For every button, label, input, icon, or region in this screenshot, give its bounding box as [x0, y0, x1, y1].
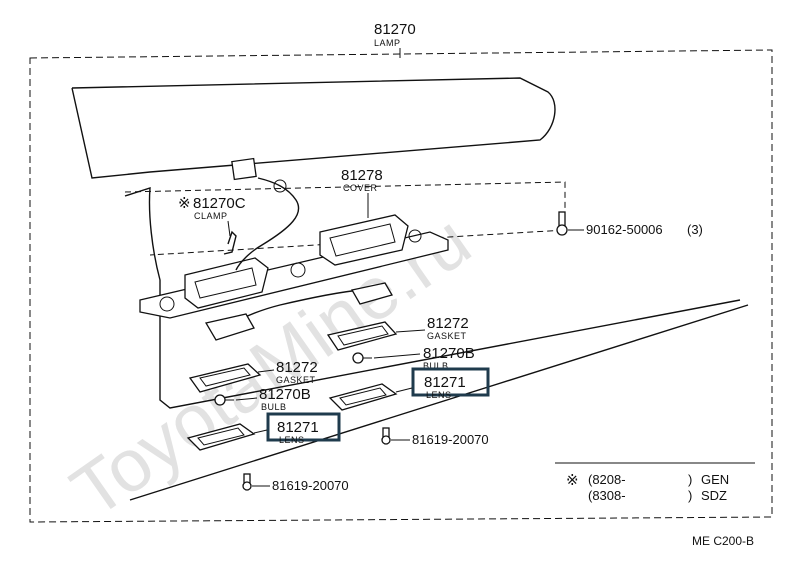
clamp-name: CLAMP — [194, 211, 228, 221]
lamp-housing-left-detail — [194, 267, 257, 299]
lens-right-number: 81271 — [424, 374, 466, 391]
legend-row1-model: GEN — [701, 472, 729, 487]
gasket-left-number: 81272 — [276, 359, 318, 376]
socket-right — [350, 282, 393, 305]
screw-top — [556, 211, 568, 236]
bulb-right-number: 81270B — [423, 345, 475, 362]
plate-hole — [159, 296, 175, 312]
cover-name: COVER — [343, 183, 378, 193]
lens-left-inner — [197, 427, 245, 446]
bulb-left-leader — [235, 397, 258, 401]
lamp-cover — [319, 214, 409, 266]
gasket-left-leader — [257, 369, 275, 373]
bulb-right — [352, 352, 364, 364]
bulb-left-number: 81270B — [259, 386, 311, 403]
legend-row2-range: (8308- — [588, 488, 626, 503]
lens-right-highlight — [411, 367, 490, 397]
wire-harness — [235, 177, 300, 271]
lens-left — [186, 423, 256, 451]
clamp-number: 81270C — [193, 195, 246, 212]
screw-mid-number: 81619-20070 — [412, 432, 489, 447]
legend-row2-close: ) — [688, 488, 692, 503]
bulb-left — [214, 394, 226, 406]
body-panel — [71, 77, 556, 179]
assembly-boundary — [29, 49, 773, 523]
gasket-right — [326, 321, 398, 351]
plate-hole — [408, 229, 422, 243]
gasket-left-name: GASKET — [276, 375, 316, 385]
cover-number: 81278 — [341, 167, 383, 184]
gasket-right-name: GASKET — [427, 331, 467, 341]
body-panel-lower — [129, 304, 749, 501]
lens-left-leader — [253, 429, 268, 434]
lens-right — [328, 383, 398, 411]
lens-left-highlight — [266, 412, 341, 442]
clamp-leader — [227, 220, 231, 237]
lamp-cover-detail — [329, 223, 396, 257]
lens-right-inner — [339, 387, 387, 406]
lamp-housing-left — [184, 257, 269, 309]
gasket-left — [188, 363, 262, 393]
lamp-part-name: LAMP — [374, 38, 401, 48]
legend-row1-close: ) — [688, 472, 692, 487]
bulb-right-name: BULB — [423, 361, 449, 371]
bulb-right-leader — [373, 353, 421, 359]
lens-right-name: LENS — [426, 390, 452, 400]
gasket-left-inner — [199, 367, 251, 387]
socket-left — [204, 313, 255, 341]
screw-bottom-number: 81619-20070 — [272, 478, 349, 493]
diagram-code: ME C200-B — [692, 534, 754, 548]
screw-bottom — [242, 473, 252, 491]
grommet — [273, 179, 287, 193]
screw-top-qty: (3) — [687, 222, 703, 237]
gasket-right-leader — [395, 329, 426, 333]
screw-top-number: 90162-50006 — [586, 222, 663, 237]
lens-left-name: LENS — [279, 435, 305, 445]
bulb-left-name: BULB — [261, 402, 287, 412]
lens-right-leader — [395, 387, 413, 393]
lens-left-number: 81271 — [277, 419, 319, 436]
lamp-part-number: 81270 — [374, 21, 416, 38]
gasket-right-number: 81272 — [427, 315, 469, 332]
screw-mid — [381, 427, 391, 445]
gasket-right-inner — [337, 325, 389, 346]
legend-row2-model: SDZ — [701, 488, 727, 503]
body-panel-inner — [124, 187, 741, 409]
plate-hole — [290, 262, 306, 278]
legend-row1-range: (8208- — [588, 472, 626, 487]
legend-mark: ※ — [566, 472, 579, 489]
clamp — [223, 230, 237, 255]
clamp-mark: ※ — [178, 195, 191, 212]
connector — [231, 157, 257, 181]
